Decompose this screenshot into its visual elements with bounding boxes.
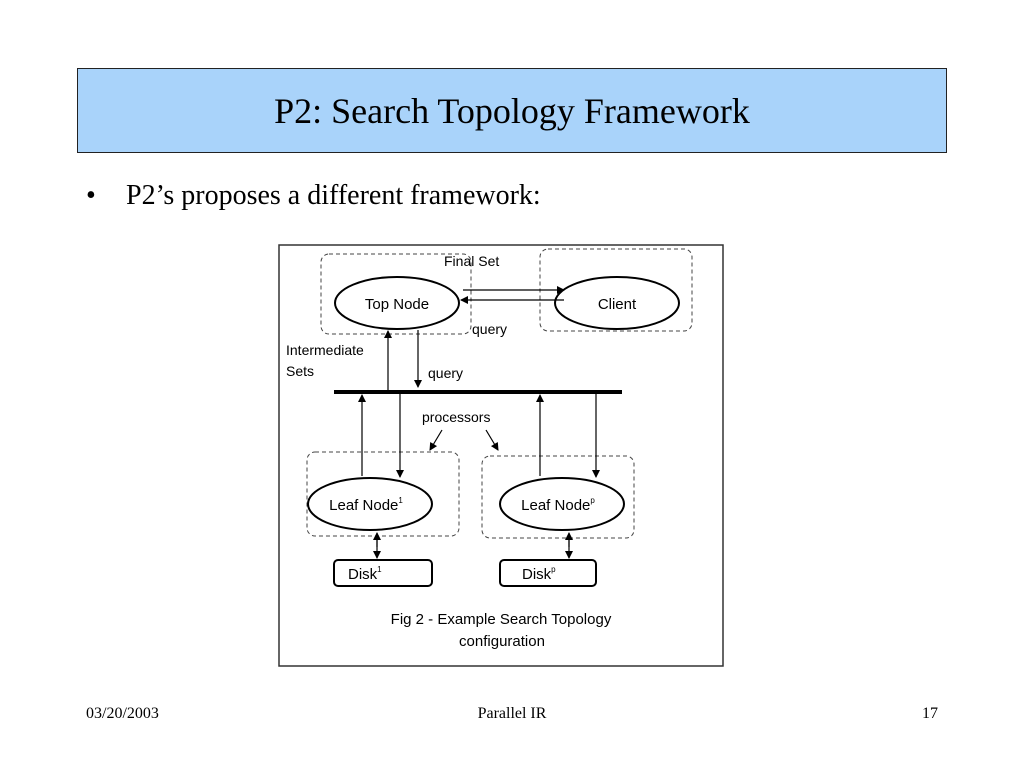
slide-title: P2: Search Topology Framework (274, 90, 750, 131)
disk-1-sup: 1 (377, 565, 382, 574)
leaf-node-p-label: Leaf Nodep (521, 496, 595, 514)
bullet-dot: • (86, 180, 96, 211)
client-label: Client (598, 296, 637, 313)
processor-pointer-p (485, 429, 499, 451)
disk-1-text: Disk (348, 566, 378, 583)
footer-date: 03/20/2003 (86, 705, 159, 722)
processors-label: processors (422, 409, 490, 425)
query-bus-label: query (428, 365, 463, 381)
leaf-node-1-sup: 1 (398, 496, 403, 505)
footer-center: Parallel IR (477, 705, 547, 722)
leaf-node-1-label: Leaf Node1 (329, 496, 403, 514)
topology-diagram: Final Set Top Node Client query Intermed… (278, 244, 724, 667)
disk-p-text: Disk (522, 566, 552, 583)
query-top-label: query (472, 321, 507, 337)
leaf-node-1-ellipse (307, 477, 433, 531)
top-node-ellipse (334, 276, 460, 330)
final-set-label: Final Set (444, 253, 499, 269)
disk-p-label: Diskp (522, 565, 556, 583)
disk-p-box (499, 559, 597, 587)
leaf-node-p-text: Leaf Node (521, 497, 590, 514)
leaf-node-p-ellipse (499, 477, 625, 531)
leaf-node-p-group (481, 455, 635, 539)
caption-line2: configuration (459, 633, 545, 650)
leaf-node-1-text: Leaf Node (329, 497, 398, 514)
intermediate-label-line2: Sets (286, 363, 314, 379)
bullet-text: P2’s proposes a different framework: (126, 180, 541, 211)
disk-1-label: Disk1 (348, 565, 382, 583)
disk-p-sup: p (551, 565, 556, 574)
leaf-node-p-sup: p (590, 496, 595, 505)
client-ellipse (554, 276, 680, 330)
footer-page-number: 17 (922, 705, 938, 722)
search-topology-figure: Final Set Top Node Client query Intermed… (278, 244, 724, 668)
disk-1-box (333, 559, 433, 587)
processor-pointer-1 (429, 429, 443, 451)
title-bar: P2: Search Topology Framework (77, 68, 947, 153)
top-node-group (320, 253, 472, 335)
caption-line1: Fig 2 - Example Search Topology (391, 611, 612, 628)
leaf-node-1-group (306, 451, 460, 537)
top-node-label: Top Node (365, 296, 429, 313)
bullet-item: • P2’s proposes a different framework: (86, 180, 541, 212)
intermediate-label-line1: Intermediate (286, 342, 364, 358)
